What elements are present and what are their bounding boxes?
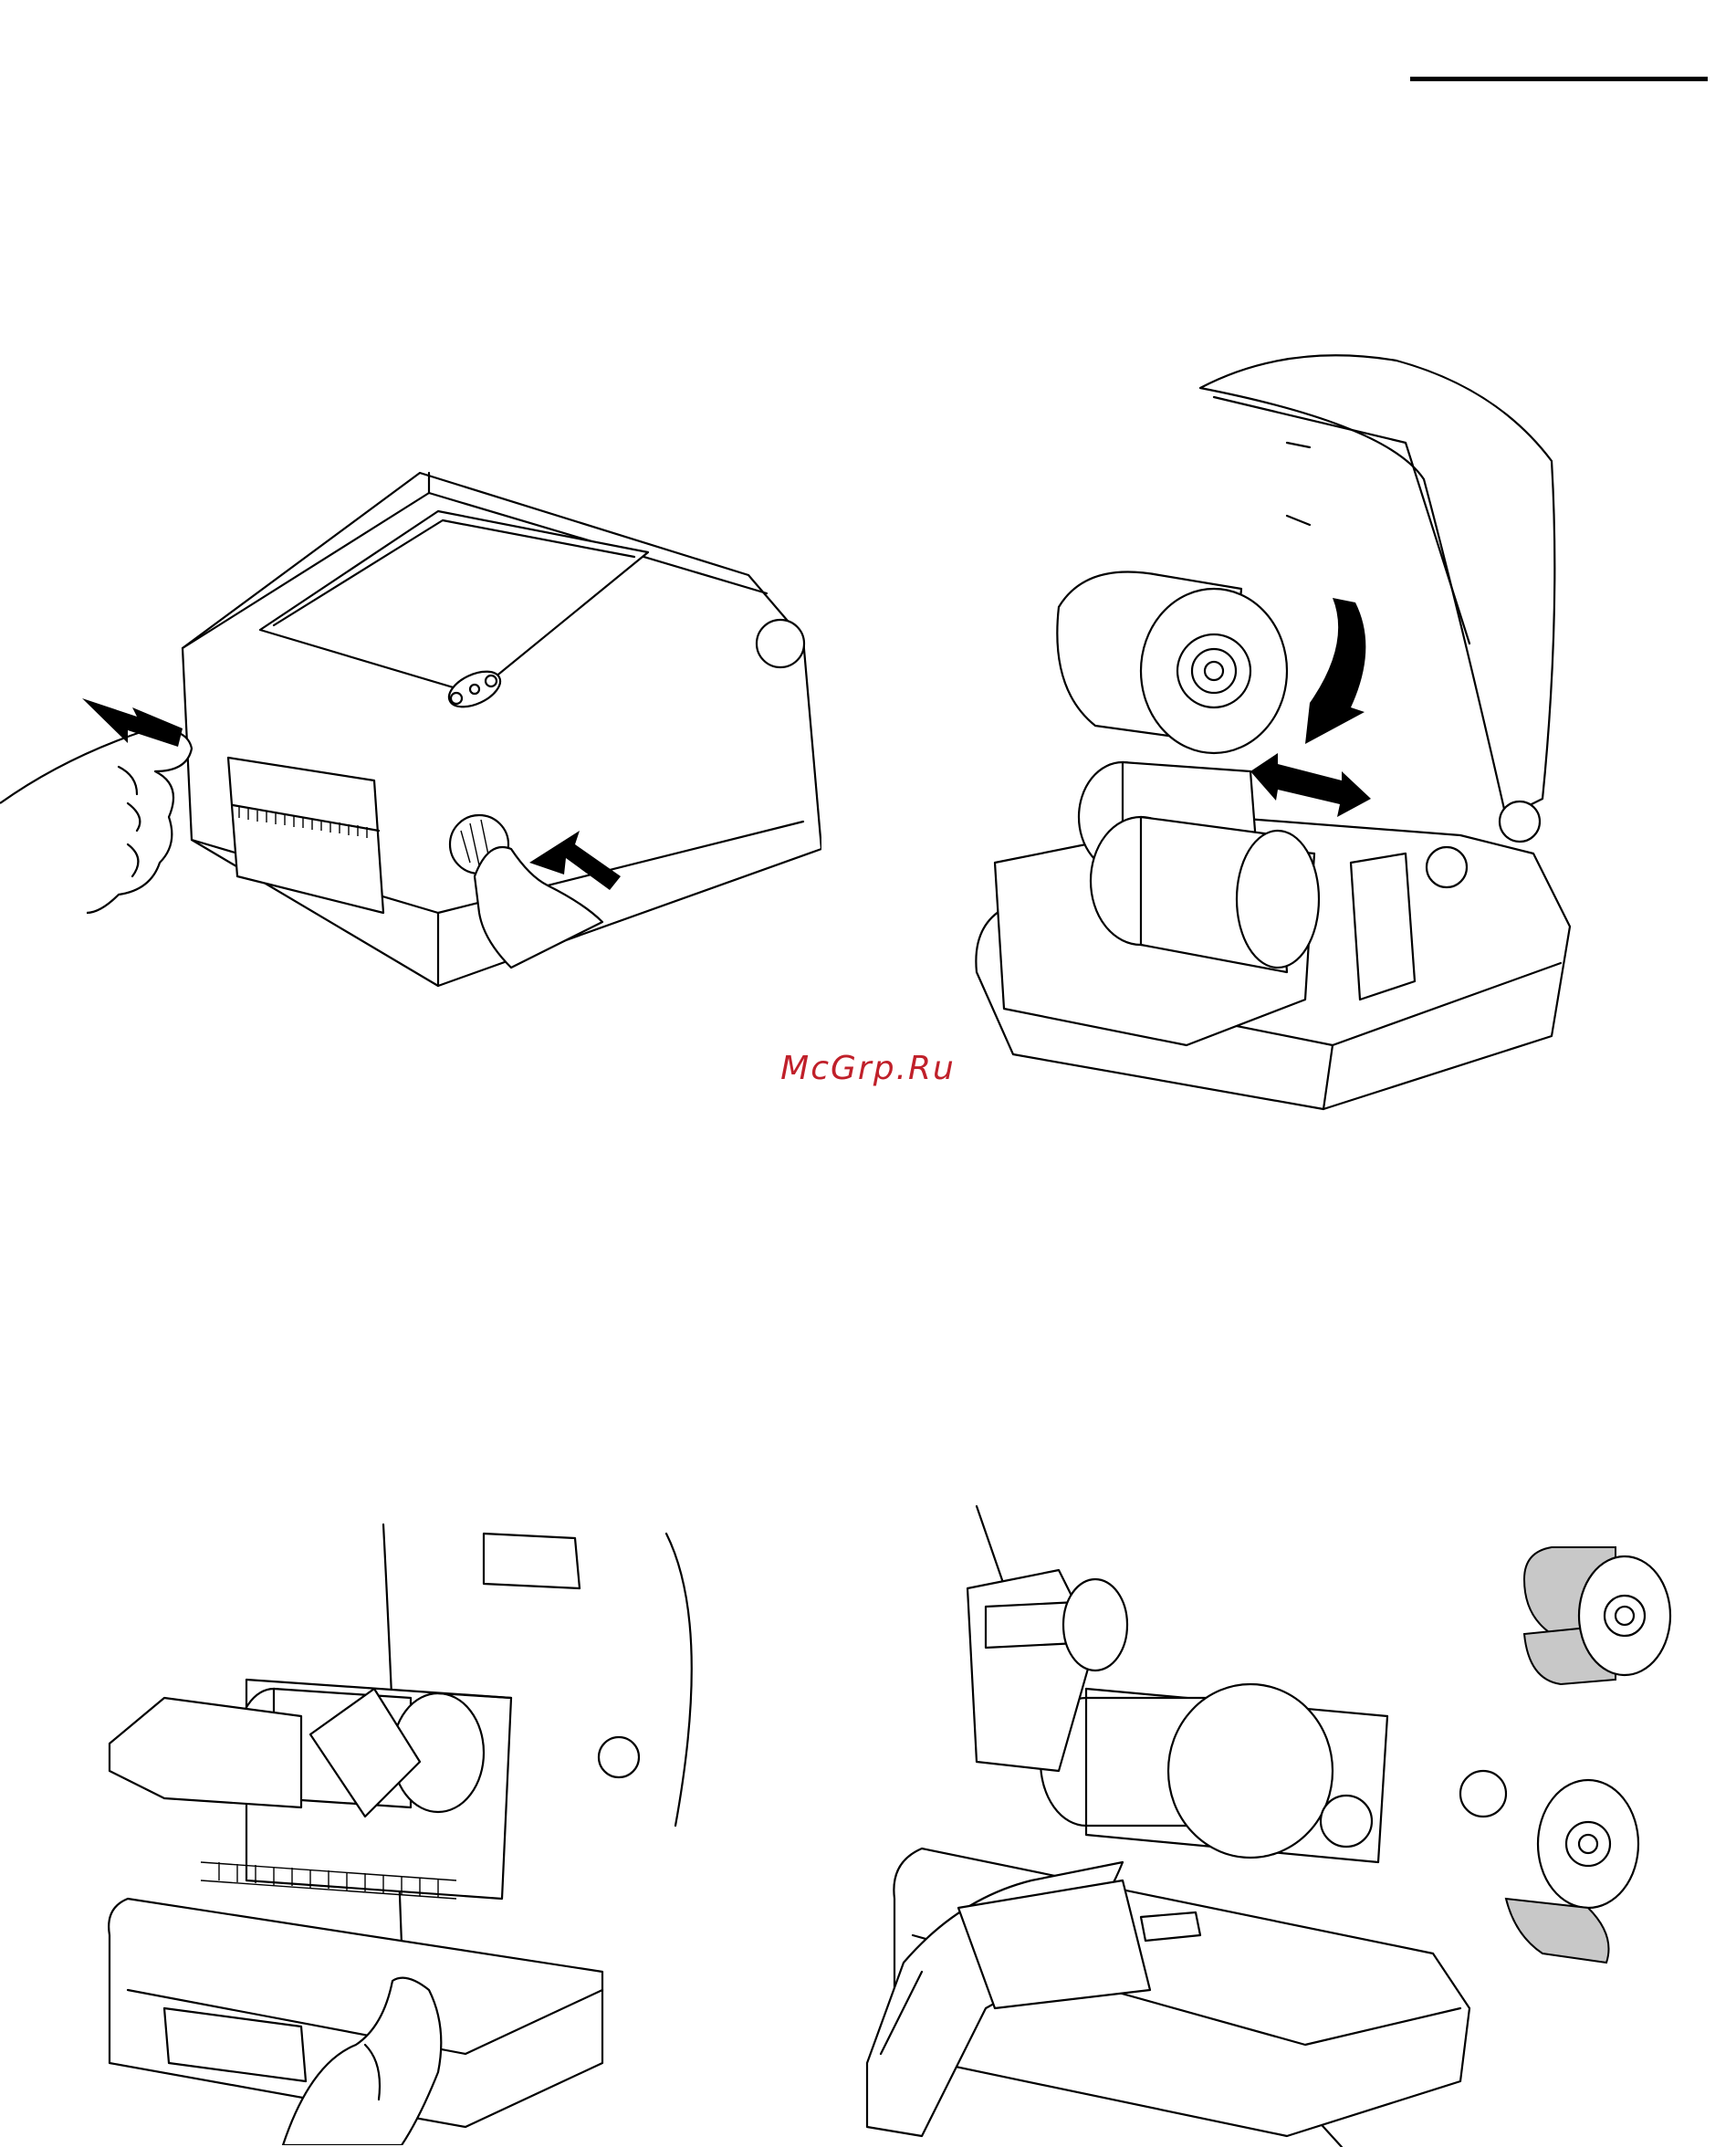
- print-head-open-icon: [91, 1515, 712, 2145]
- figure-4-label-paper-path: [849, 1497, 1689, 2147]
- figure-1-printer-cover-release: [0, 456, 821, 1004]
- watermark: McGrp.Ru: [0, 1050, 1736, 1087]
- label-roll-loading-icon: [949, 342, 1606, 1127]
- figure-2-label-roll-loading: [949, 342, 1606, 1127]
- label-roll-bottom: [1506, 1780, 1638, 1963]
- label-roll-top: [1524, 1547, 1670, 1684]
- header-rule: [1410, 77, 1708, 81]
- label-paper-path-icon: [849, 1497, 1689, 2147]
- figure-3-print-head-open: [91, 1515, 712, 2145]
- printer-cover-release-icon: [0, 456, 821, 1004]
